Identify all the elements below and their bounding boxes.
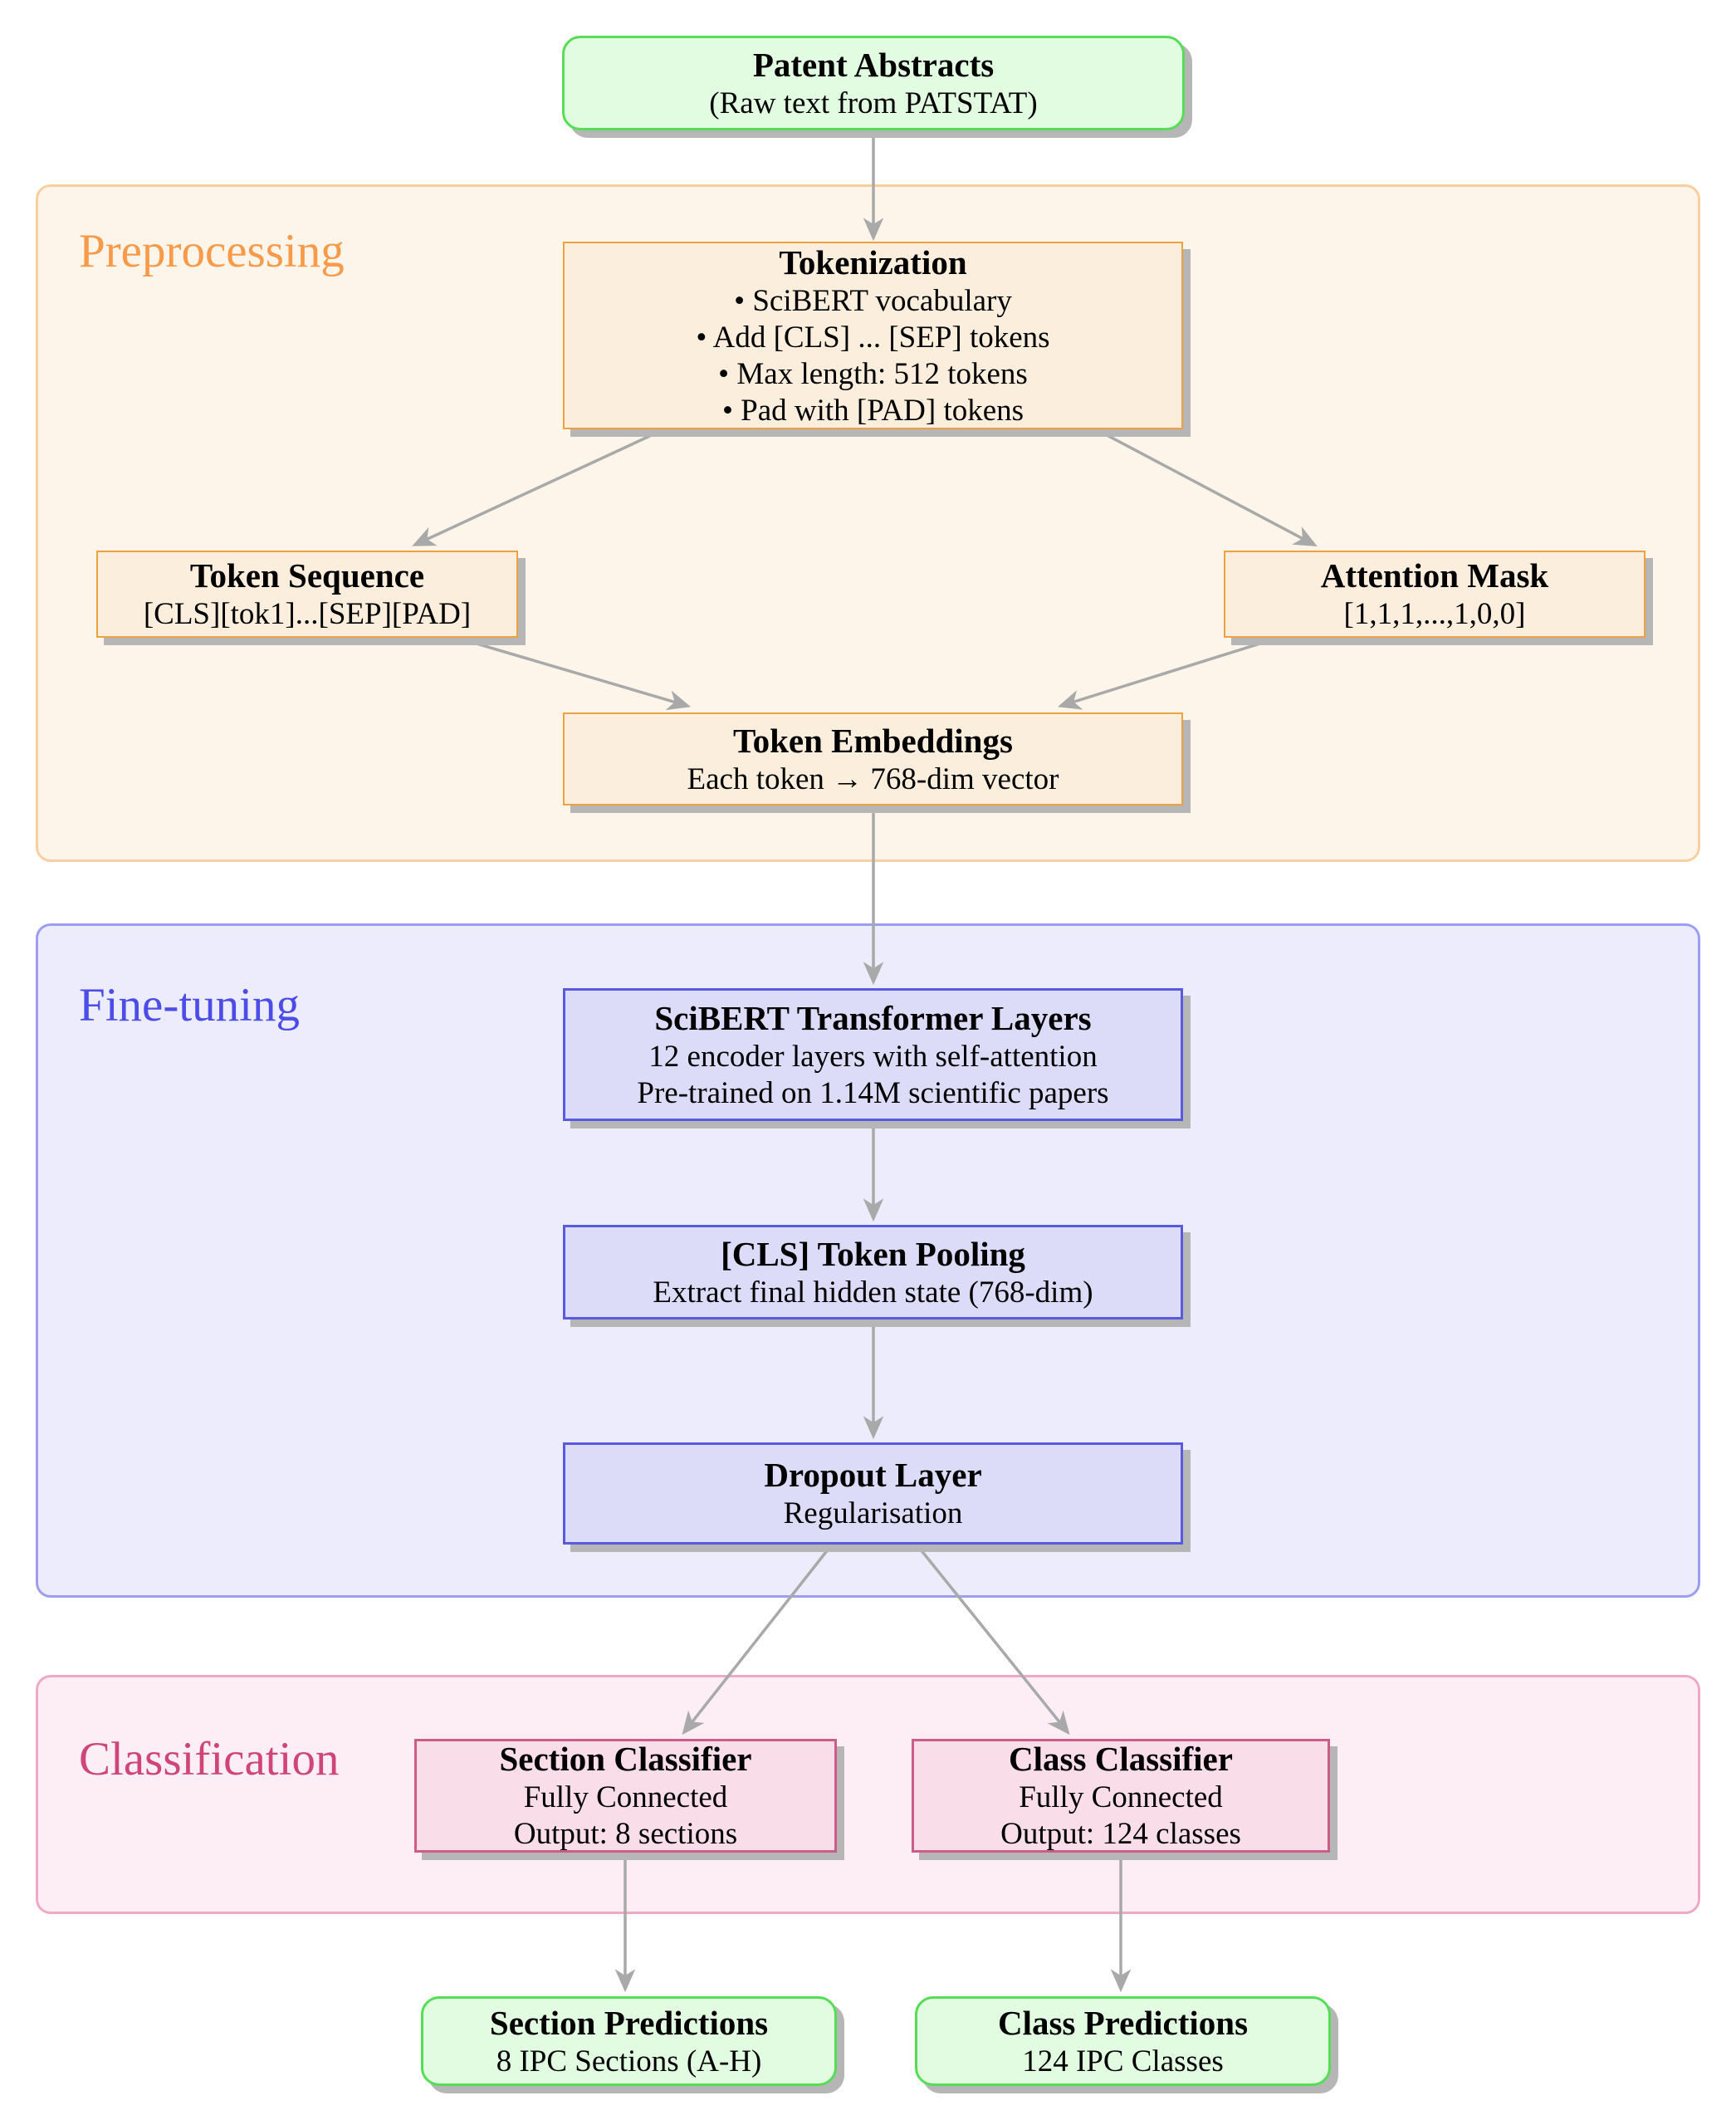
node-title: Section Classifier: [499, 1740, 752, 1778]
node-title: Tokenization: [779, 242, 967, 282]
node-section-classifier: Section Classifier Fully Connected Outpu…: [414, 1739, 837, 1853]
preprocessing-label: Preprocessing: [79, 225, 345, 277]
node-title: SciBERT Transformer Layers: [654, 998, 1092, 1037]
node-detail: Pre-trained on 1.14M scientific papers: [637, 1075, 1109, 1110]
node-title: Token Sequence: [189, 556, 425, 595]
node-subtitle: [CLS][tok1]...[SEP][PAD]: [143, 597, 472, 631]
bullet-item: Max length: 512 tokens: [718, 356, 1027, 393]
node-patent-abstracts: Patent Abstracts (Raw text from PATSTAT): [562, 36, 1185, 130]
bullet-item: Pad with [PAD] tokens: [722, 393, 1024, 429]
node-token-sequence: Token Sequence [CLS][tok1]...[SEP][PAD]: [96, 551, 518, 638]
fine-tuning-label: Fine-tuning: [79, 979, 300, 1031]
node-token-embeddings: Token Embeddings Each token → 768-dim ve…: [563, 712, 1183, 805]
bullet-item: SciBERT vocabulary: [734, 283, 1012, 320]
node-section-predictions: Section Predictions 8 IPC Sections (A-H): [421, 1996, 837, 2086]
node-dropout-layer: Dropout Layer Regularisation: [563, 1442, 1183, 1545]
node-detail: Fully Connected: [523, 1780, 728, 1814]
node-detail: Output: 8 sections: [513, 1817, 738, 1851]
node-subtitle: 8 IPC Sections (A-H): [496, 2044, 762, 2078]
node-title: Token Embeddings: [733, 721, 1013, 760]
node-cls-token-pooling: [CLS] Token Pooling Extract final hidden…: [563, 1225, 1183, 1319]
node-scibert-transformer-layers: SciBERT Transformer Layers 12 encoder la…: [563, 988, 1183, 1121]
bullet-item: Add [CLS] ... [SEP] tokens: [696, 320, 1050, 356]
node-title: Class Classifier: [1009, 1740, 1233, 1778]
node-title: Class Predictions: [997, 2003, 1249, 2042]
node-title: Attention Mask: [1320, 556, 1549, 595]
node-subtitle: [1,1,1,...,1,0,0]: [1343, 597, 1526, 631]
node-detail: Fully Connected: [1019, 1780, 1223, 1814]
classification-label: Classification: [79, 1733, 340, 1785]
node-detail: 12 encoder layers with self-attention: [648, 1039, 1098, 1074]
node-subtitle: Regularisation: [783, 1496, 963, 1530]
classification-container: [36, 1675, 1700, 1914]
node-title: [CLS] Token Pooling: [721, 1234, 1025, 1273]
node-subtitle: (Raw text from PATSTAT): [709, 86, 1038, 120]
node-subtitle: Each token → 768-dim vector: [687, 761, 1059, 796]
node-subtitle: 124 IPC Classes: [1022, 2044, 1224, 2078]
node-attention-mask: Attention Mask [1,1,1,...,1,0,0]: [1224, 551, 1646, 638]
node-title: Patent Abstracts: [752, 45, 995, 84]
node-class-classifier: Class Classifier Fully Connected Output:…: [912, 1739, 1330, 1853]
node-tokenization: Tokenization SciBERT vocabulary Add [CLS…: [563, 242, 1183, 429]
node-title: Dropout Layer: [764, 1456, 982, 1494]
node-subtitle: Extract final hidden state (768-dim): [653, 1275, 1093, 1310]
node-title: Section Predictions: [489, 2003, 769, 2042]
node-detail: Output: 124 classes: [1000, 1817, 1241, 1851]
node-class-predictions: Class Predictions 124 IPC Classes: [915, 1996, 1331, 2086]
